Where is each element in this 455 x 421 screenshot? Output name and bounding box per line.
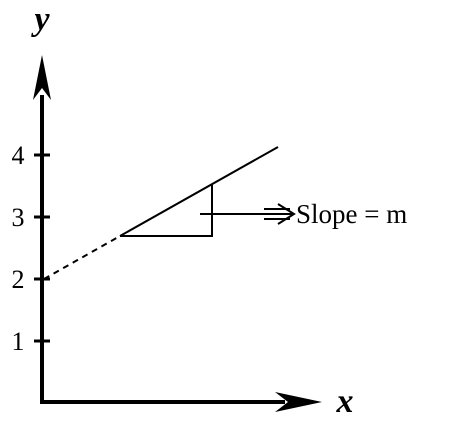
y-tick-label-4: 4 <box>12 141 25 170</box>
intercept-dashed-line <box>43 235 121 280</box>
y-tick-label-3: 3 <box>12 203 25 232</box>
slope-label: Slope = m <box>296 199 407 229</box>
y-axis-arrowhead <box>33 55 51 100</box>
x-axis-arrowhead <box>275 392 322 412</box>
y-tick-label-1: 1 <box>12 327 25 356</box>
slope-pointer-arrow-icon <box>264 203 296 225</box>
y-axis-label: y <box>30 1 50 38</box>
y-tick-label-2: 2 <box>12 265 25 294</box>
x-axis-label: x <box>336 383 354 420</box>
solid-line <box>119 146 279 237</box>
slope-triangle <box>120 185 213 237</box>
